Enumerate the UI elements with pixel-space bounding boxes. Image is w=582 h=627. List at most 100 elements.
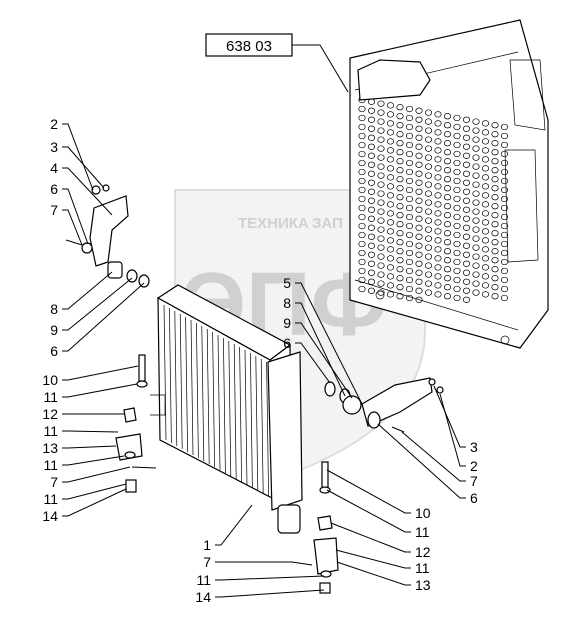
grille-hole [386,174,395,181]
grille-hole [500,195,509,203]
callout-leader-c3 [295,322,353,399]
callout-label-l14: 11 [43,457,58,473]
grille-hole [462,134,471,141]
grille-hole [481,228,490,235]
grille-hole [377,154,385,161]
grille-hole [472,172,480,179]
grille-hole [377,163,385,170]
grille-hole [405,231,414,239]
watermark-text-left: ТЕХНИКА [238,215,309,232]
grille-hole [367,134,376,141]
callout-label-r2: 2 [470,458,478,474]
grille-hole [500,222,509,230]
grille-hole [453,123,461,131]
grille-hole [377,289,385,296]
grille-hole [405,276,414,284]
callout-leader-r1 [433,385,466,448]
callout-label-b2: 7 [203,554,211,570]
callout-label-c3: 9 [283,315,291,331]
callout-leader-l8 [62,282,145,352]
grille-hole [377,190,385,197]
grille-hole [481,246,490,253]
grille-hole [377,271,385,278]
grille-hole [462,260,471,267]
grille-hole [367,242,376,249]
callout-leader-l10 [62,383,138,398]
grille-hole [415,233,423,240]
grille-hole [358,240,366,248]
grille-hole [405,195,414,203]
grille-hole [462,215,471,222]
grille-hole [453,186,461,194]
callout-leader-l9 [62,365,139,381]
grille-hole [405,123,414,131]
grille-hole [386,291,395,298]
grille-hole [500,150,509,158]
grille-hole [415,197,423,204]
callout-leader-b4 [215,589,325,598]
grille-hole [443,293,452,300]
callout-leader-l7 [62,277,133,331]
grille-hole [462,161,471,168]
fin-line [239,346,242,483]
grille-hole [434,138,442,145]
grille-hole [481,264,490,271]
grille-hole [472,244,480,251]
grille-hole [396,203,404,210]
callout-leader-l12 [62,430,119,433]
grille-hole [434,183,442,190]
grille-hole [500,168,509,176]
grille-hole [386,111,395,118]
grille-hole [405,267,414,275]
grille-hole [434,291,442,298]
grille-hole [434,147,442,154]
grille-hole [358,285,366,293]
grille-hole [377,100,385,107]
grille-hole [491,167,499,174]
grille-hole [358,105,366,113]
grille-hole [396,284,404,291]
grille-hole [396,131,404,138]
grille-hole [415,188,423,195]
grille-hole [472,226,480,233]
callout-leader-c2 [295,302,346,397]
grille-hole [424,280,433,287]
grille-hole [500,213,509,221]
grille-hole [377,109,385,116]
grille-hole [472,262,480,269]
grille-hole [434,282,442,289]
grille-hole [481,210,490,217]
grille-hole [358,231,366,239]
watermark-text-right: ЗАП [312,215,343,232]
grille-hole [396,293,404,300]
grille-hole [472,280,480,287]
grille-hole [415,287,423,294]
right-mount-hardware [291,461,339,594]
grille-hole [424,253,433,260]
grille-hole [358,249,366,257]
grille-hole [481,147,490,154]
grille-hole [396,212,404,219]
callout-label-c4: 6 [283,335,291,351]
grille-hole [415,107,423,114]
grille-hole [443,266,452,273]
grille-hole [424,172,433,179]
grille-hole [453,249,461,257]
grille-hole [415,116,423,123]
fin-line [223,337,226,474]
grille-hole [481,183,490,190]
callout-label-r9: 13 [415,577,431,593]
grille-hole [443,185,452,192]
grille-hole [491,248,499,255]
grille-hole [405,213,414,221]
grille-hole [358,123,366,131]
grille-hole [358,213,366,221]
grille-hole [424,181,433,188]
grille-hole [491,158,499,165]
callout-label-l9: 10 [42,372,58,388]
grille-hole [386,237,395,244]
grille-hole [405,159,414,167]
callout-label-l10: 11 [43,389,58,405]
